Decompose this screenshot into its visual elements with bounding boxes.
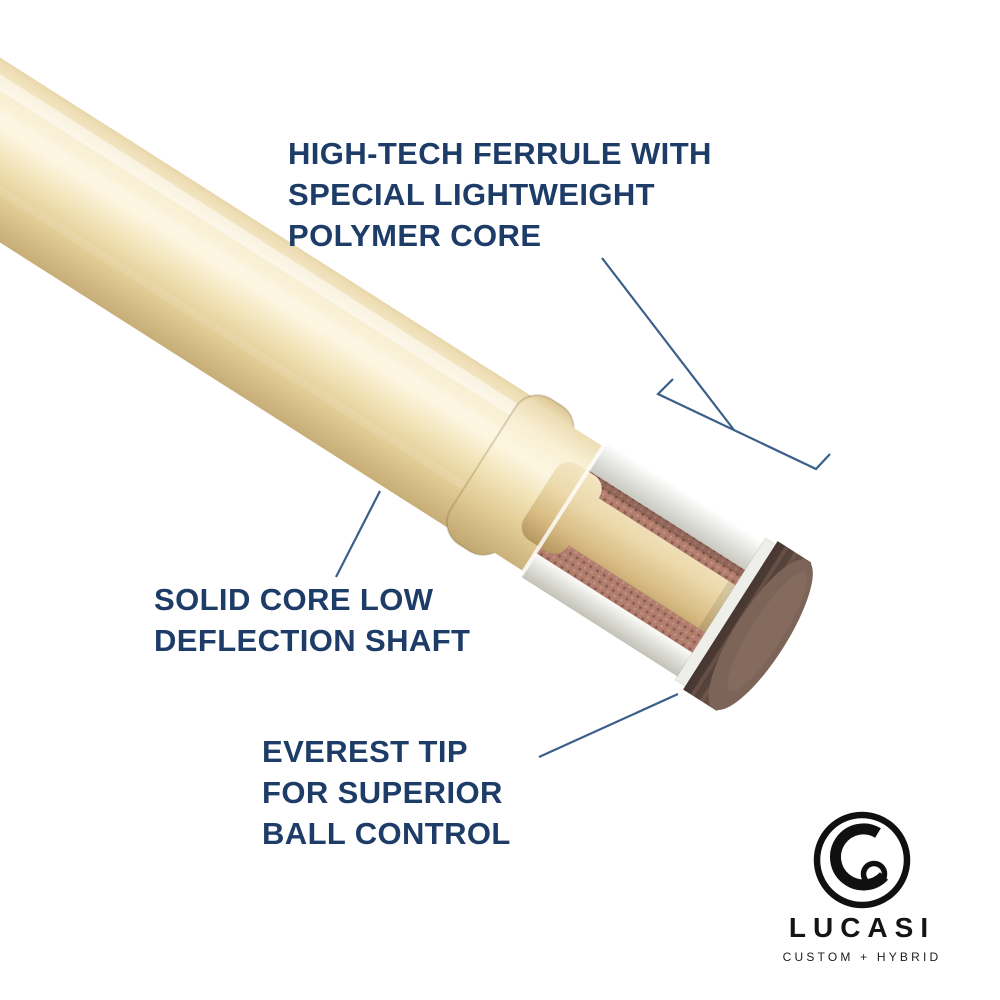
lucasi-monogram-icon (813, 811, 911, 909)
tip-dome-highlight (727, 572, 808, 692)
tip-annotation-line-1: EVEREST TIP (262, 734, 468, 769)
joint-collar (446, 395, 574, 555)
lucasi-logo: LUCASI CUSTOM + HYBRID (762, 912, 962, 964)
solid-core-pin (561, 493, 739, 635)
pin-end-shade (698, 580, 739, 635)
shaft-sheen-highlight (0, 0, 526, 420)
core-shadow (583, 470, 751, 581)
brand-name: LUCASI (788, 912, 936, 943)
shaft-body (0, 0, 536, 531)
ferrule-shell-bottom (520, 552, 701, 682)
tip-leader-line (538, 692, 679, 759)
shaft-annotation: SOLID CORE LOW DEFLECTION SHAFT (154, 579, 470, 661)
brand-tagline: CUSTOM + HYBRID (782, 950, 942, 964)
ferrule-annotation-line-3: POLYMER CORE (288, 218, 542, 253)
leader-lines (335, 257, 831, 759)
ferrule-ring (675, 538, 778, 688)
tip-annotation: EVEREST TIP FOR SUPERIOR BALL CONTROL (262, 731, 511, 854)
ferrule-annotation: HIGH-TECH FERRULE WITH SPECIAL LIGHTWEIG… (288, 133, 712, 256)
shaft-annotation-line-2: DEFLECTION SHAFT (154, 623, 471, 658)
shaft-sheen-soft (0, 0, 511, 441)
ferrule-leader-line (601, 257, 735, 431)
tip-layer-1 (683, 541, 786, 695)
ferrule-annotation-line-2: SPECIAL LIGHTWEIGHT (288, 177, 655, 212)
cut-edge-highlight (518, 440, 609, 578)
tip-annotation-line-3: BALL CONTROL (262, 816, 511, 851)
ferrule-span-bracket (656, 378, 831, 471)
everest-tip (683, 541, 813, 712)
tip-annotation-line-2: FOR SUPERIOR (262, 775, 503, 810)
ferrule-annotation-line-1: HIGH-TECH FERRULE WITH (288, 136, 712, 171)
cue-shaft-group (0, 0, 813, 712)
shaft-leader-line (335, 490, 381, 578)
shaft-annotation-line-1: SOLID CORE LOW (154, 582, 434, 617)
shaft-sheen-low (0, 4, 476, 495)
ferrule-back-wall (588, 441, 769, 574)
